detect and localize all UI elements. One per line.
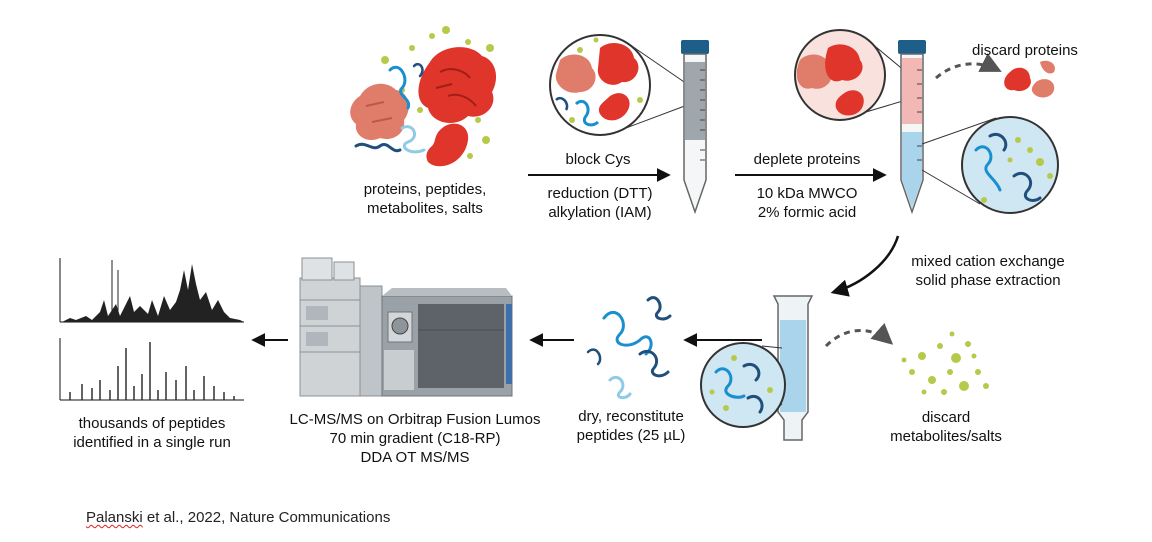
peptide-strands — [354, 62, 426, 154]
label-discard-proteins: discard proteins — [972, 42, 1078, 59]
label-sample-line2: metabolites, salts — [367, 200, 483, 217]
label-alkylation: alkylation (IAM) — [548, 204, 652, 221]
label-result-line1: thousands of peptides — [78, 415, 226, 432]
label-sample-line1: proteins, peptides, — [363, 181, 487, 198]
label-lcms-line2: 70 min gradient (C18-RP) — [329, 430, 501, 447]
discarded-metabolites — [901, 331, 989, 395]
spectrum-ms2 — [59, 338, 244, 401]
label-deplete-proteins: deplete proteins — [753, 151, 861, 168]
arrow-mixed-cation-exchange — [830, 235, 900, 297]
label-lcms-line1: LC-MS/MS on Orbitrap Fusion Lumos — [289, 411, 541, 428]
tube-1 — [681, 40, 709, 215]
label-block-cys: block Cys — [565, 151, 631, 168]
label-lcms-line3: DDA OT MS/MS — [360, 449, 470, 466]
tube-2 — [898, 40, 926, 215]
label-result-line2: identified in a single run — [73, 434, 231, 451]
label-reduction: reduction (DTT) — [547, 185, 653, 202]
citation-rest: et al., 2022, Nature Communications — [142, 509, 391, 526]
label-mixed-cation-exchange: mixed cation exchange — [911, 253, 1065, 270]
discarded-proteins — [1004, 60, 1055, 98]
label-formic-acid: 2% formic acid — [757, 204, 857, 221]
ms-spectra — [59, 258, 244, 401]
citation: Palanski et al., 2022, Nature Communicat… — [86, 509, 390, 526]
label-step2-detail: 10 kDa MWCO 2% formic acid — [732, 184, 882, 222]
zoom-circle-2 — [794, 29, 907, 121]
label-step1-detail: reduction (DTT) alkylation (IAM) — [520, 184, 680, 222]
label-mwco: 10 kDa MWCO — [756, 185, 858, 202]
label-dry-line1: dry, reconstitute — [578, 408, 684, 425]
zoom-circle-4 — [700, 342, 786, 428]
label-spe-step: mixed cation exchange solid phase extrac… — [898, 252, 1078, 290]
label-result: thousands of peptides identified in a si… — [52, 414, 252, 452]
label-discard-metabolites: discard metabolites/salts — [876, 408, 1016, 446]
label-lcms: LC-MS/MS on Orbitrap Fusion Lumos 70 min… — [270, 410, 560, 467]
lcms-instrument — [299, 257, 513, 397]
dashed-arrow-discard-metabolites — [824, 322, 894, 348]
label-solid-phase-extraction: solid phase extraction — [915, 272, 1061, 289]
label-dry-line2: peptides (25 µL) — [576, 427, 686, 444]
dashed-arrow-discard-proteins — [935, 53, 1002, 80]
label-dry-reconstitute: dry, reconstitute peptides (25 µL) — [556, 407, 706, 445]
label-sample: proteins, peptides, metabolites, salts — [340, 180, 510, 218]
protein-blob-kidney — [426, 123, 469, 167]
citation-author: Palanski — [86, 509, 143, 526]
zoom-circle-3 — [921, 116, 1059, 214]
label-metabolites-salts: metabolites/salts — [890, 428, 1002, 445]
label-discard-word: discard — [921, 409, 971, 426]
protein-blob-red — [418, 47, 497, 123]
protein-blob-salmon — [350, 83, 409, 141]
sample-cluster — [350, 26, 497, 167]
dried-peptides — [586, 296, 672, 400]
zoom-circle-1 — [549, 34, 691, 136]
spectrum-ms1 — [59, 258, 244, 323]
